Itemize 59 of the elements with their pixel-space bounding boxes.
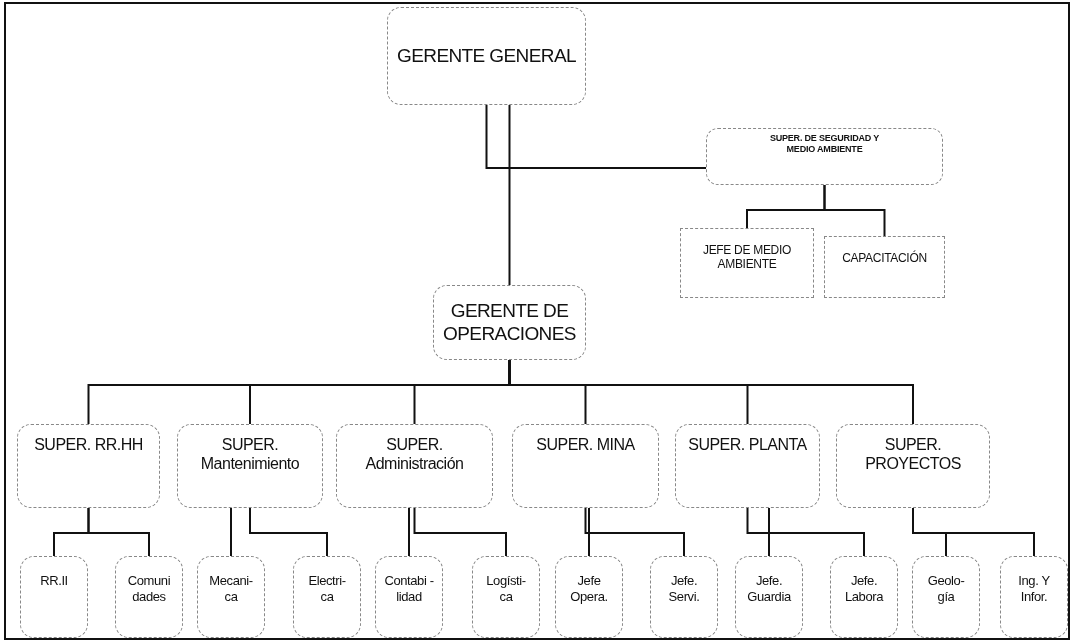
box-label: GERENTE GENERAL <box>397 44 576 68</box>
connector-line <box>249 507 328 557</box>
box-label: Comuni dades <box>126 573 172 605</box>
box-label: RR.II <box>40 573 68 589</box>
org-box <box>17 424 160 508</box>
connector-line <box>588 507 590 557</box>
box-label: SUPER. Administración <box>364 435 465 474</box>
org-box <box>912 556 980 638</box>
connector-line <box>408 507 410 557</box>
org-box <box>293 556 361 638</box>
org-box <box>387 7 586 105</box>
box-label: Jefe. Servi. <box>667 573 701 605</box>
box-label: SUPER. RR.HH <box>34 435 143 455</box>
org-box <box>836 424 990 508</box>
box-label: Logísti- ca <box>485 573 527 605</box>
box-label: JEFE DE MEDIO AMBIENTE <box>701 243 793 272</box>
org-box <box>197 556 265 638</box>
connector-line <box>746 507 865 557</box>
box-label: Mecani- ca <box>208 573 254 605</box>
org-box <box>830 556 898 638</box>
org-box <box>375 556 443 638</box>
box-label: Electri- ca <box>307 573 347 605</box>
box-label: Jefe Opera. <box>569 573 609 605</box>
org-box <box>472 556 540 638</box>
box-label: SUPER. DE SEGURIDAD Y MEDIO AMBIENTE <box>768 133 881 155</box>
org-box <box>555 556 623 638</box>
org-box <box>650 556 718 638</box>
box-label: Ing. Y Infor. <box>1017 573 1051 605</box>
org-box <box>824 236 945 298</box>
connector-line <box>584 507 685 557</box>
org-box <box>115 556 183 638</box>
box-label: Jefe. Guardia <box>746 573 792 605</box>
box-label: GERENTE DE OPERACIONES <box>442 299 577 346</box>
box-label: SUPER. PROYECTOS <box>864 435 962 474</box>
connector-line <box>230 507 232 557</box>
org-box <box>433 285 586 360</box>
connector-line <box>768 507 770 557</box>
org-box <box>675 424 820 508</box>
connector-line <box>87 507 150 557</box>
org-box <box>1000 556 1068 638</box>
box-label: Geolo- gía <box>926 573 966 605</box>
org-box <box>735 556 803 638</box>
box-label: Jefe. Labora <box>843 573 885 605</box>
box-label: CAPACITACIÓN <box>842 251 927 266</box>
connector-line <box>912 507 1035 557</box>
org-box <box>20 556 88 638</box>
connector-line <box>508 104 511 286</box>
org-box <box>512 424 659 508</box>
connector-line <box>823 184 886 237</box>
connector-line <box>485 104 707 169</box>
org-box <box>336 424 493 508</box>
connector-line <box>413 507 507 557</box>
org-box <box>177 424 323 508</box>
box-label: Contabi -lidad <box>383 573 435 605</box>
org-box <box>680 228 814 298</box>
box-label: SUPER. MINA <box>536 435 635 455</box>
box-label: SUPER. Mantenimiento <box>199 435 301 474</box>
box-label: SUPER. PLANTA <box>688 435 807 455</box>
org-box <box>706 128 943 185</box>
